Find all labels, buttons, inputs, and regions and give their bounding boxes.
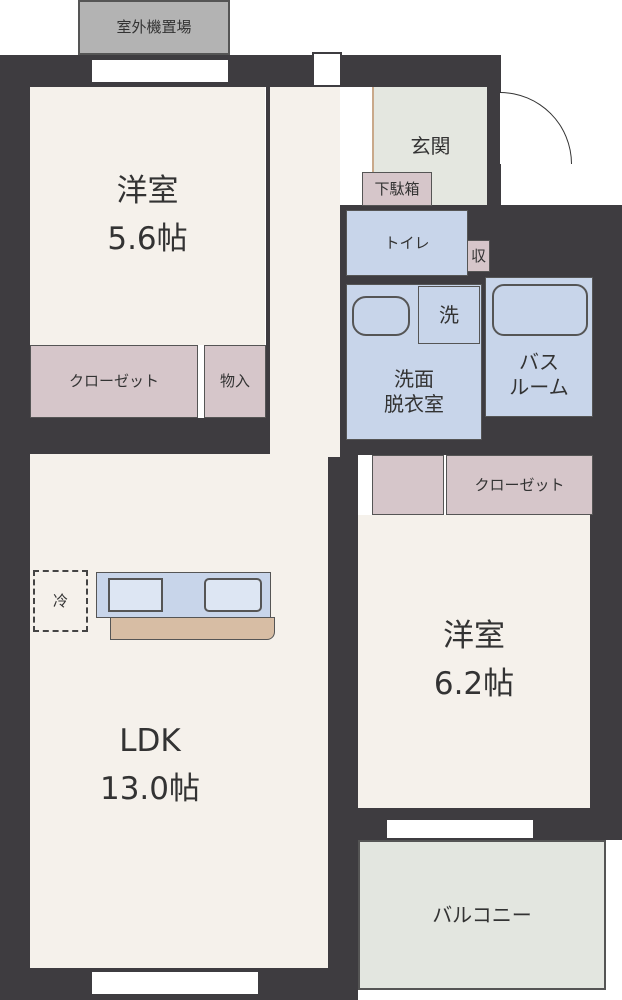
- toilet-storage-label: 収: [470, 246, 486, 265]
- room-name: 洋室: [443, 617, 505, 654]
- toilet[interactable]: トイレ: [346, 210, 468, 276]
- hallway: [266, 87, 340, 457]
- closet-1-label: クローゼット: [68, 372, 159, 391]
- ldk-label: LDK 13.0帖: [30, 710, 270, 820]
- outdoor-unit-area: 室外機置場: [78, 0, 230, 55]
- room-size: 13.0帖: [99, 771, 201, 807]
- fridge-space: 冷: [33, 570, 88, 632]
- western-room-2-label: 洋室 6.2帖: [358, 605, 590, 715]
- room-name: LDK: [119, 722, 181, 759]
- exterior-wall-left: [0, 55, 30, 1000]
- washroom-label: 洗面 脱衣室: [384, 367, 444, 416]
- closet-2-label: クローゼット: [474, 475, 565, 494]
- sink-icon: [204, 578, 262, 612]
- bathtub-icon: [492, 284, 588, 336]
- western-room-1: [30, 87, 265, 345]
- ldk: [30, 454, 328, 968]
- balcony: バルコニー: [358, 840, 606, 990]
- bathroom-label: バス ルーム: [509, 349, 569, 399]
- exterior-wall-right-upper: [487, 55, 501, 230]
- western-room-2: [358, 515, 590, 808]
- window-room-2: [385, 818, 535, 840]
- toilet-storage[interactable]: 収: [467, 240, 490, 272]
- entrance-door[interactable]: [500, 92, 572, 164]
- storage-label: 物入: [219, 372, 250, 391]
- shoe-box-label: 下駄箱: [374, 179, 420, 198]
- closet-2[interactable]: クローゼット: [446, 455, 593, 515]
- window-top: [90, 58, 230, 84]
- room-size: 5.6帖: [107, 221, 188, 257]
- washer-label: 洗: [439, 302, 459, 327]
- closet-2-left[interactable]: [372, 455, 444, 515]
- entrance-label: 玄関: [410, 133, 451, 158]
- western-room-1-label: 洋室 5.6帖: [30, 160, 265, 270]
- washer-space: 洗: [418, 286, 480, 344]
- storage[interactable]: 物入: [204, 345, 266, 418]
- outdoor-unit-label: 室外機置場: [116, 18, 192, 37]
- bathroom: バス ルーム: [485, 277, 593, 417]
- fridge-label: 冷: [52, 591, 68, 610]
- exterior-wall-top: [0, 55, 500, 87]
- hall-window: [312, 52, 342, 87]
- toilet-label: トイレ: [384, 233, 430, 252]
- exterior-wall-right: [590, 228, 622, 838]
- stove-icon: [108, 578, 163, 612]
- washbasin-icon: [352, 296, 410, 336]
- room-name: 洋室: [116, 172, 179, 209]
- room-size: 6.2帖: [433, 666, 515, 702]
- balcony-label: バルコニー: [432, 902, 532, 927]
- shoe-box[interactable]: 下駄箱: [362, 172, 432, 206]
- kitchen-bar-counter: [110, 617, 275, 640]
- window-ldk: [90, 970, 260, 996]
- closet-1[interactable]: クローゼット: [30, 345, 198, 418]
- interior-wall-vertical: [328, 440, 358, 1000]
